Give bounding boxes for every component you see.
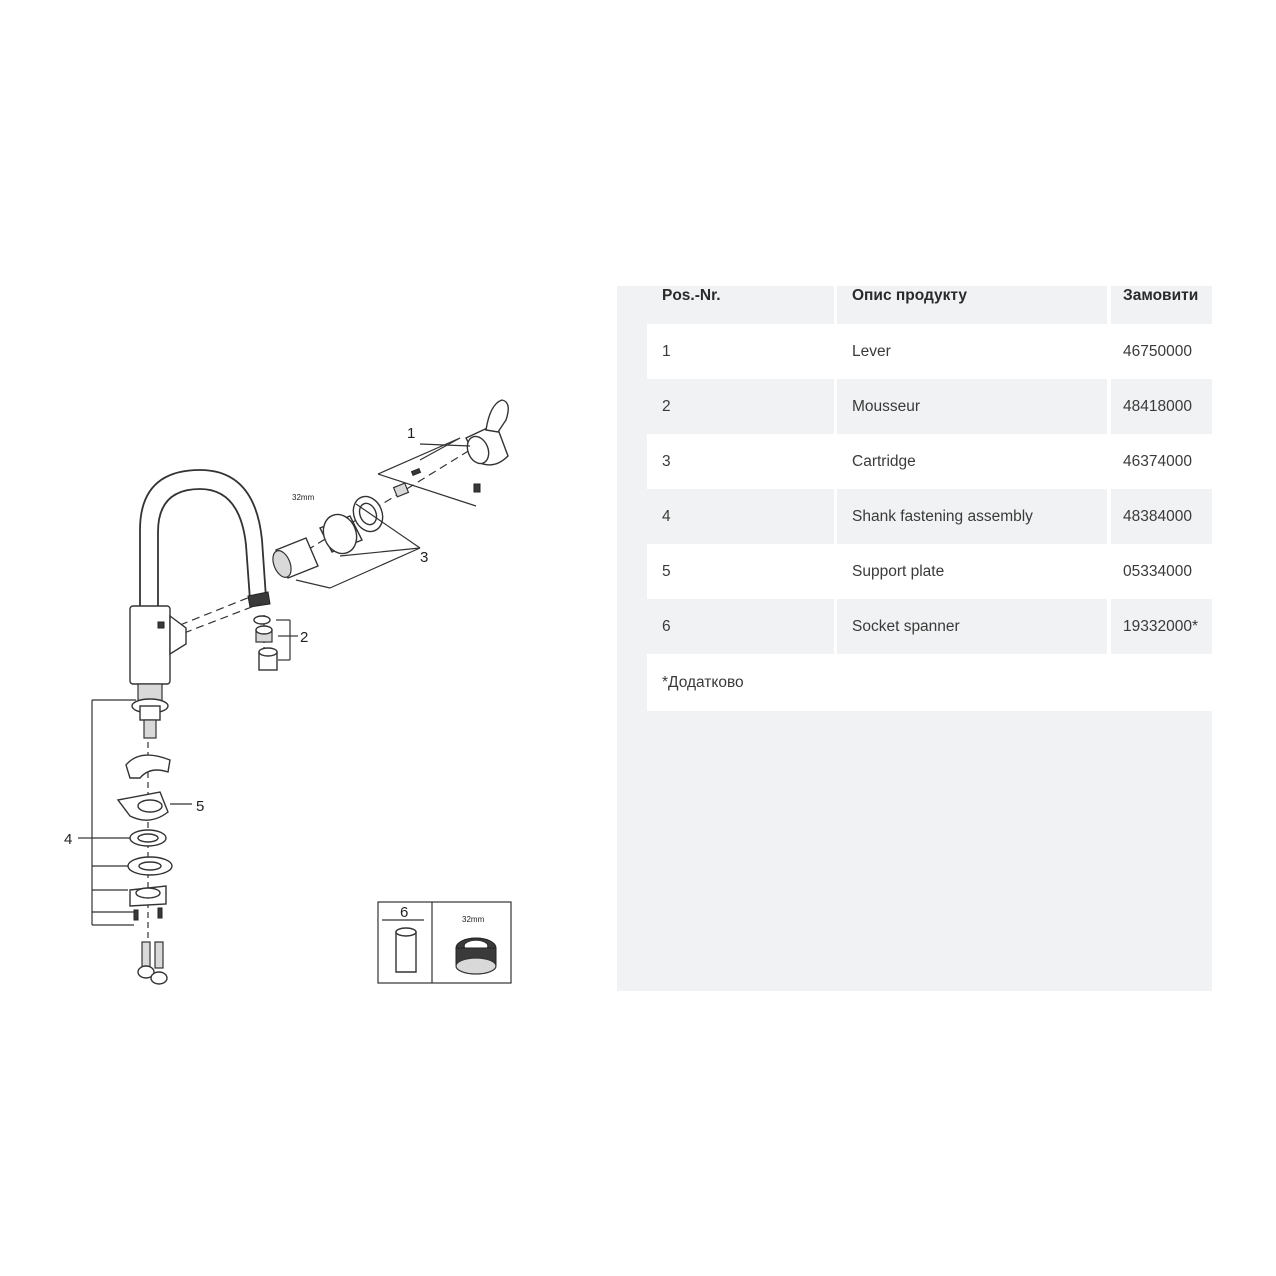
cell-pos: 2	[647, 379, 834, 434]
table-row: 4 Shank fastening assembly 48384000	[647, 489, 1212, 544]
header-description: Опис продукту	[837, 286, 1107, 324]
cell-description: Shank fastening assembly	[837, 489, 1107, 544]
support-plate	[116, 754, 171, 821]
header-pos: Pos.-Nr.	[647, 286, 834, 324]
callout-4: 4	[64, 831, 72, 848]
callout-6: 6	[400, 904, 408, 921]
cell-pos: 5	[647, 544, 834, 599]
header-order: Замовити	[1111, 286, 1212, 324]
cell-pos: 1	[647, 324, 834, 379]
cell-description: Mousseur	[837, 379, 1107, 434]
exploded-parts-diagram: 1 2 3 4 5 6 32mm 32mm	[64, 399, 512, 985]
cartridge	[272, 482, 421, 589]
cell-pos: 4	[647, 489, 834, 544]
callout-3: 3	[420, 549, 428, 566]
cell-order: 05334000	[1111, 544, 1212, 599]
table-row: 5 Support plate 05334000	[647, 544, 1212, 599]
table-header-row: Pos.-Nr. Опис продукту Замовити	[647, 286, 1212, 324]
threaded-rods	[137, 941, 168, 985]
cell-pos: 6	[647, 599, 834, 654]
parts-panel: Pos.-Nr. Опис продукту Замовити 1 Lever …	[617, 286, 1212, 991]
cell-description: Socket spanner	[837, 599, 1107, 654]
callout-1: 1	[407, 425, 415, 442]
cell-order: 19332000*	[1111, 599, 1212, 654]
table-footnote: *Додатково	[647, 654, 1212, 711]
aerator	[253, 615, 298, 671]
callout-5: 5	[196, 798, 204, 815]
cell-order: 46374000	[1111, 434, 1212, 489]
faucet-body	[129, 605, 187, 739]
table-row: 1 Lever 46750000	[647, 324, 1212, 379]
cell-description: Cartridge	[837, 434, 1107, 489]
table-row: 3 Cartridge 46374000	[647, 434, 1212, 489]
cell-description: Lever	[837, 324, 1107, 379]
callout-2: 2	[300, 629, 308, 646]
spanner-size-label: 32mm	[462, 915, 485, 924]
parts-table: Pos.-Nr. Опис продукту Замовити 1 Lever …	[647, 286, 1212, 711]
cell-pos: 3	[647, 434, 834, 489]
socket-spanner-box	[377, 901, 512, 984]
cell-order: 48384000	[1111, 489, 1212, 544]
callout-bracket-4	[78, 699, 136, 926]
cell-description: Support plate	[837, 544, 1107, 599]
assembly-axis-lines	[147, 449, 471, 960]
cell-order: 46750000	[1111, 324, 1212, 379]
lever	[377, 399, 509, 507]
table-row: 6 Socket spanner 19332000*	[647, 599, 1212, 654]
washer-stack	[127, 829, 173, 921]
cell-order: 48418000	[1111, 379, 1212, 434]
cartridge-size-label: 32mm	[292, 493, 315, 502]
table-row: 2 Mousseur 48418000	[647, 379, 1212, 434]
spout	[139, 469, 271, 610]
